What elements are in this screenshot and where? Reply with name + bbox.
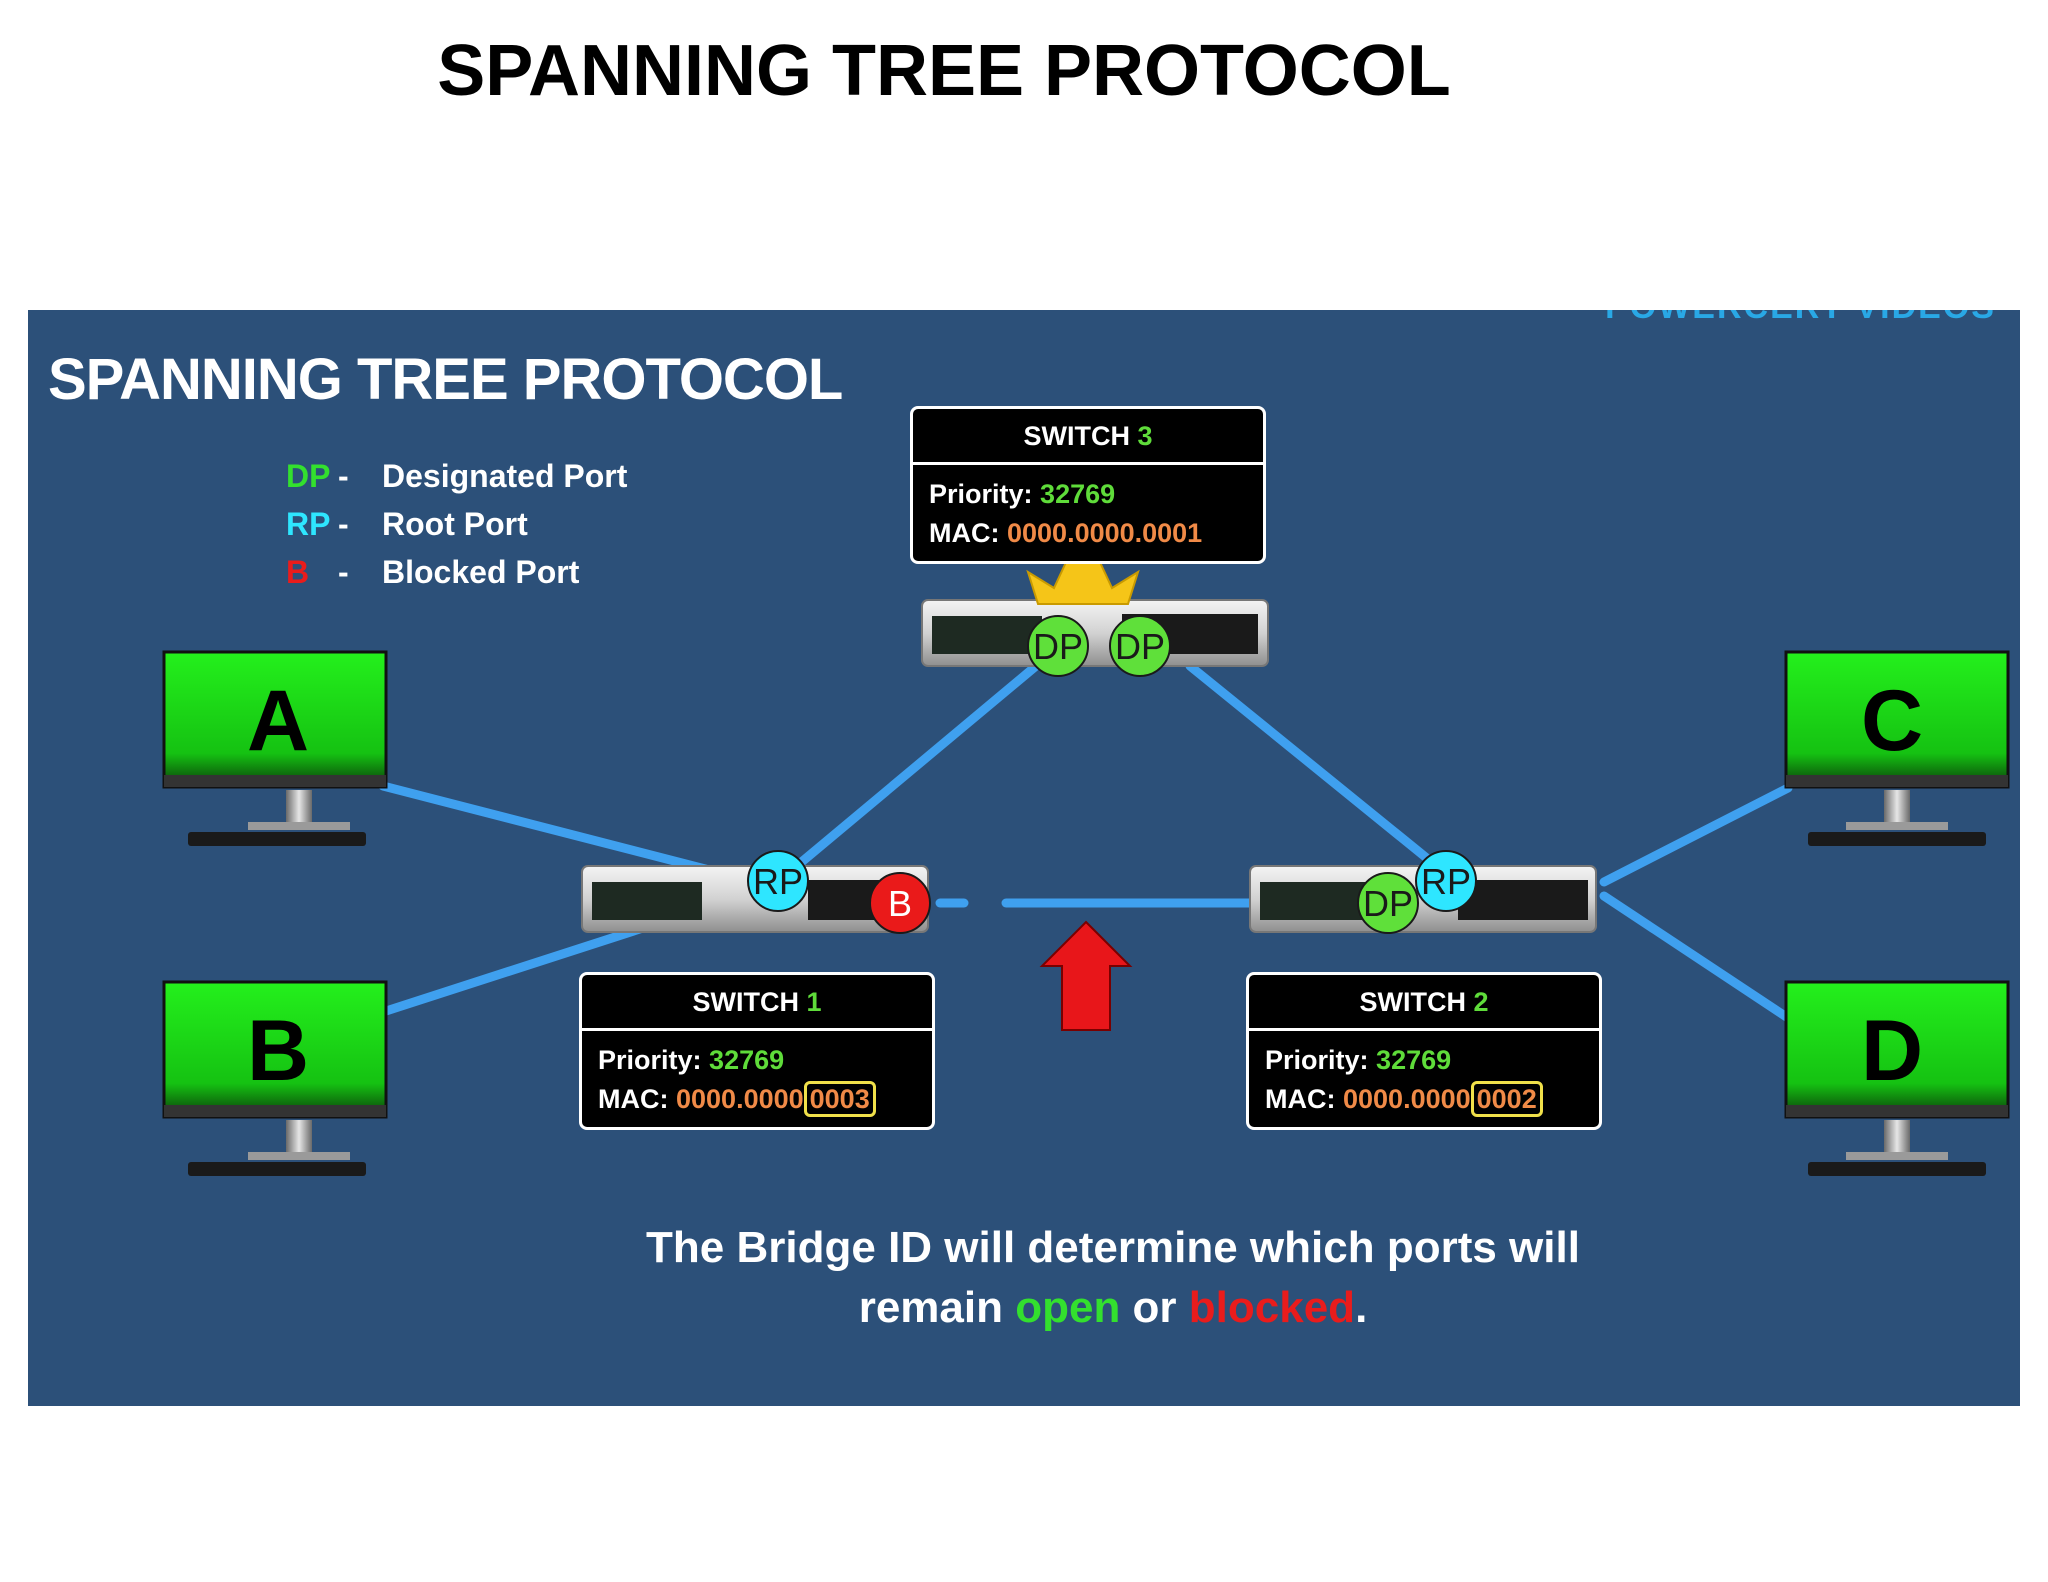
caption-text: or [1120,1283,1189,1332]
switch-2-priority: Priority: 32769 [1265,1041,1583,1080]
computer-d-label: D [1861,1003,1923,1099]
sw3-right-dp-badge [1109,615,1171,677]
sw2-rp-label: RP [1421,861,1471,902]
sw2-rp-badge [1415,850,1477,912]
caption-word-blocked: blocked [1188,1283,1356,1332]
sw1-blocked-label: B [888,883,912,924]
caption-text: remain [858,1283,1016,1332]
switch-1-header: SWITCH 1 [582,975,932,1031]
slide-title: SPANNING TREE PROTOCOL [48,347,843,412]
sw3-right-dp-label: DP [1115,626,1165,667]
link-switch1-switch3 [793,661,1041,870]
legend-abbr: RP [286,506,331,542]
legend: DP - Designated Port RP - Root Port B - … [286,452,627,596]
computer-a [162,650,388,846]
sw1-rp-label: RP [753,861,803,902]
priority-label: Priority: [1265,1045,1369,1075]
sw1-rp-badge [747,850,809,912]
legend-label: Root Port [382,506,528,542]
sw3-left-dp-badge [1027,615,1089,677]
caption-word-open: open [1015,1283,1121,1332]
mac-suffix-highlight: 0003 [803,1081,876,1117]
red-arrow-icon [1039,920,1133,1031]
legend-dash: - [338,554,349,590]
priority-label: Priority: [929,479,1033,509]
mac-label: MAC: [598,1084,669,1114]
switch-number: 1 [806,987,822,1017]
mac-label: MAC: [1265,1084,1336,1114]
port-badges: DP DP RP B DP RP [747,615,1477,934]
switch-3-header: SWITCH 3 [913,409,1263,465]
switch-name: SWITCH [1359,987,1466,1017]
priority-value: 32769 [709,1045,785,1075]
switch-number: 2 [1473,987,1489,1017]
priority-value: 32769 [1040,479,1116,509]
legend-item-designated: DP - Designated Port [286,452,627,500]
mac-prefix: 0000.0000 [676,1084,804,1114]
legend-abbr: B [286,554,310,590]
caption-line-2: remain open or blocked. [478,1278,1748,1338]
computer-d [1784,980,2010,1176]
caption-text: . [1355,1283,1368,1332]
switch-2-header: SWITCH 2 [1249,975,1599,1031]
switch-number: 3 [1137,421,1153,451]
link-c-switch2 [1599,783,1793,887]
legend-item-root: RP - Root Port [286,500,627,548]
computer-b [162,980,388,1176]
watermark: POWERCERT VIDEOS [1605,310,1996,327]
slide-image: A B C D DP DP RP [28,310,2020,1406]
switch-3-device [921,599,1269,667]
page-title: SPANNING TREE PROTOCOL [437,31,1451,111]
switch-name: SWITCH [692,987,799,1017]
switch-1-priority: Priority: 32769 [598,1041,916,1080]
link-switch3-switch2 [1185,661,1439,869]
caption-line-1: The Bridge ID will determine which ports… [646,1223,1580,1272]
legend-dash: - [338,506,349,542]
switch-3-info-box: SWITCH 3 Priority: 32769 MAC: 0000.0000.… [910,406,1266,564]
priority-label: Priority: [598,1045,702,1075]
link-a-switch1 [378,781,753,885]
computer-c [1784,650,2010,846]
mac-value: 0000.0000.0001 [1007,518,1203,548]
computer-a-label: A [247,673,309,769]
legend-dash: - [338,458,349,494]
switch-3-mac: MAC: 0000.0000.0001 [929,514,1247,553]
network-diagram: A B C D DP DP RP [162,544,2010,1176]
mac-prefix: 0000.0000 [1343,1084,1471,1114]
legend-label: Blocked Port [382,554,580,590]
link-d-switch2 [1599,891,1793,1023]
computer-b-label: B [247,1003,309,1099]
sw1-blocked-badge [869,872,931,934]
legend-abbr: DP [286,458,331,494]
sw3-left-dp-label: DP [1033,626,1083,667]
legend-label: Designated Port [382,458,628,494]
legend-item-blocked: B - Blocked Port [286,548,627,596]
computer-c-label: C [1861,673,1923,769]
caption: The Bridge ID will determine which ports… [478,1218,1748,1338]
network-links [378,661,1793,1023]
sw2-dp-badge [1357,872,1419,934]
priority-value: 32769 [1376,1045,1452,1075]
switch-name: SWITCH [1023,421,1130,451]
mac-suffix-highlight: 0002 [1470,1081,1543,1117]
sw2-dp-label: DP [1363,883,1413,924]
mac-label: MAC: [929,518,1000,548]
switch-3-priority: Priority: 32769 [929,475,1247,514]
